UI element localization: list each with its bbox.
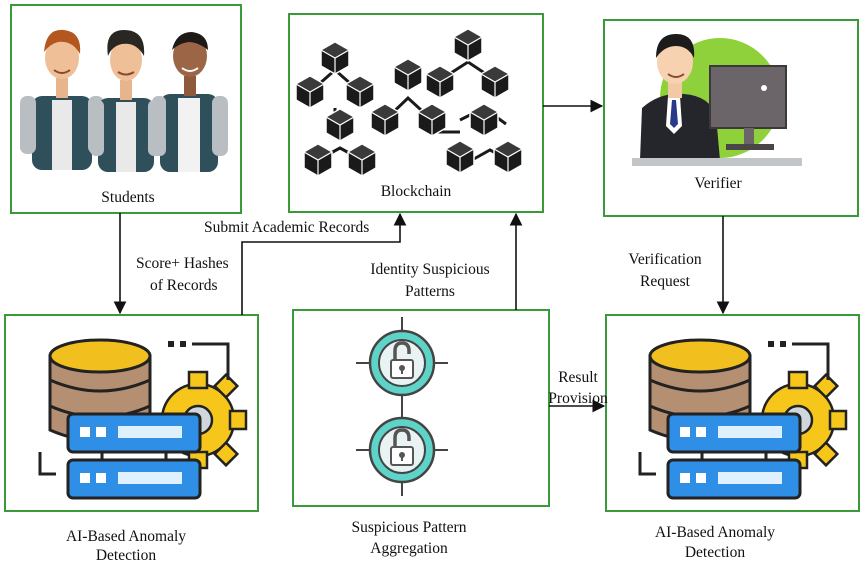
students-illustration <box>20 29 228 172</box>
blockchain-cubes-icon <box>295 28 523 177</box>
anomaly-right-label-line2: Detection <box>685 544 746 561</box>
anomaly-left-label-line2: Detection <box>96 547 157 564</box>
blockchain-label: Blockchain <box>381 183 452 200</box>
anomaly-left-label-line1: AI-Based Anomaly <box>66 528 186 545</box>
edge-score-hashes-line1: Score+ Hashes <box>136 255 229 272</box>
aggregation-label-line2: Aggregation <box>370 540 448 557</box>
verifier-label: Verifier <box>694 175 742 192</box>
edge-identity-line2: Patterns <box>405 283 455 300</box>
edge-submit-records: Submit Academic Records <box>204 219 369 236</box>
edge-verification-line2: Request <box>640 273 691 290</box>
edge-verification-line1: Verification <box>628 251 701 268</box>
arrow-anomaly-to-blockchain <box>241 212 407 315</box>
edge-result-line1: Result <box>558 369 598 386</box>
edge-result-line2: Provision <box>548 390 608 407</box>
edge-score-hashes-line2: of Records <box>150 277 218 294</box>
students-label: Students <box>101 189 154 206</box>
verifier-illustration <box>632 34 802 166</box>
aggregation-label-line1: Suspicious Pattern <box>352 519 467 536</box>
anomaly-right-label-line1: AI-Based Anomaly <box>655 524 775 541</box>
edge-identity-line1: Identity Suspicious <box>370 261 489 278</box>
